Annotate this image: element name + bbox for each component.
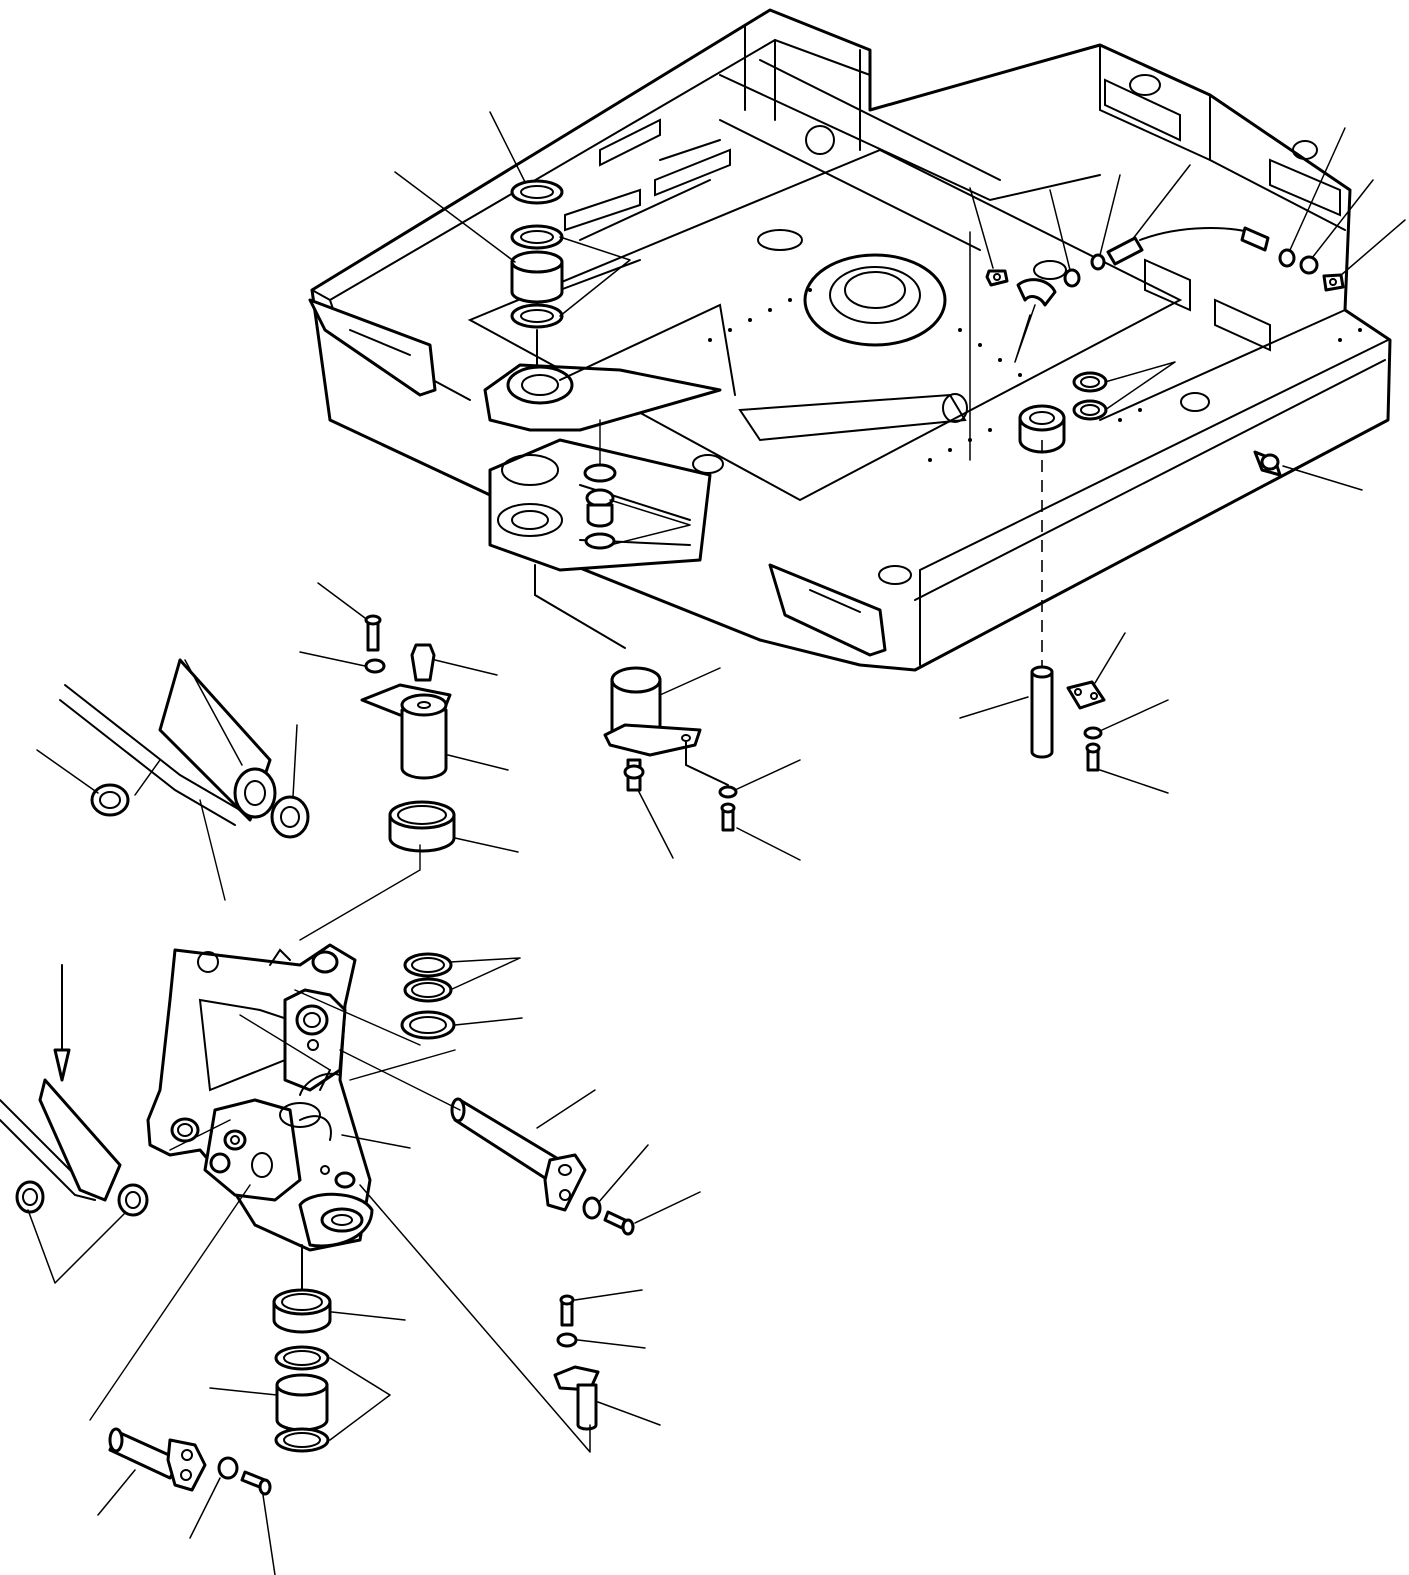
boom-cylinder bbox=[59, 658, 310, 839]
upper-swing-pin bbox=[360, 614, 456, 853]
bolt-holes bbox=[708, 288, 1362, 462]
lower-bushing-stack-left bbox=[272, 1244, 332, 1453]
connector-lines bbox=[89, 799, 461, 1421]
lower-pin-left bbox=[108, 1427, 272, 1496]
arm-cylinder bbox=[0, 964, 149, 1217]
lower-bushing-stack bbox=[583, 419, 617, 550]
upper-bushing-stack bbox=[510, 179, 564, 366]
revolving-frame bbox=[308, 8, 1392, 672]
pivot-pin-right bbox=[1030, 440, 1106, 772]
hose-fittings bbox=[985, 226, 1345, 307]
grease-fitting-right bbox=[1253, 450, 1282, 477]
swing-bracket bbox=[146, 943, 374, 1252]
long-swing-pin bbox=[450, 1097, 635, 1236]
lock-pin-lower bbox=[553, 1294, 600, 1431]
bushing-seals-right bbox=[400, 952, 456, 1040]
leader-lines bbox=[27, 111, 1406, 1575]
pivot-boss bbox=[1018, 404, 1066, 454]
swing-pin-mid bbox=[534, 564, 738, 832]
